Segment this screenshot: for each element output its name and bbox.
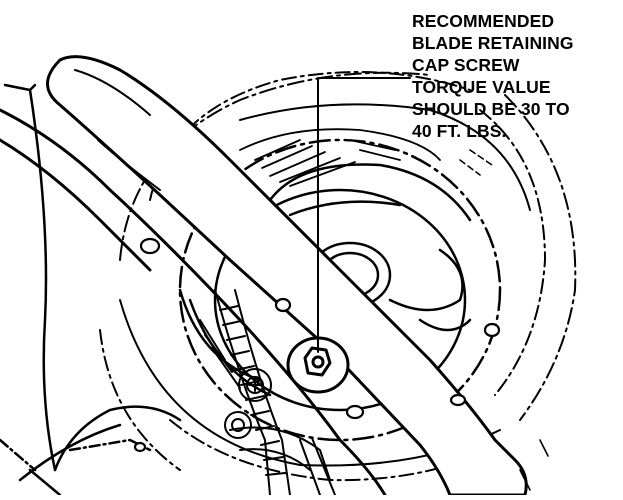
callout-line-5: SHOULD BE 30 TO xyxy=(412,99,570,119)
mower-blade xyxy=(46,55,528,497)
callout-line-3: CAP SCREW xyxy=(412,55,520,75)
idler-pulley xyxy=(224,368,272,439)
callout-line-1: RECOMMENDED xyxy=(412,11,555,31)
callout-leader xyxy=(317,77,411,353)
frame-rails xyxy=(0,83,182,497)
cap-screw xyxy=(286,336,350,394)
pulley-vanes xyxy=(239,128,441,187)
callout-line-4: TORQUE VALUE xyxy=(412,77,551,97)
misc-marks xyxy=(459,149,549,491)
blade-bolt-holes xyxy=(133,237,501,453)
blade-left-edge xyxy=(0,108,387,497)
callout-line-6: 40 FT. LBS. xyxy=(412,121,507,141)
torque-callout: RECOMMENDED BLADE RETAINING CAP SCREW TO… xyxy=(412,10,617,142)
callout-line-2: BLADE RETAINING xyxy=(412,33,574,53)
